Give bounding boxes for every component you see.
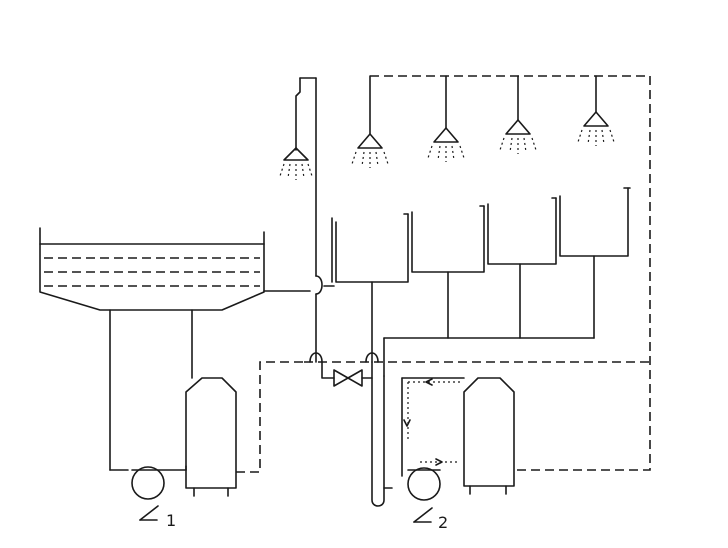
tray-drains: [371, 255, 595, 377]
pump-2-pointer: [413, 507, 433, 523]
return-line-left: [236, 361, 304, 473]
circulation-loop: [401, 377, 465, 477]
spray-nozzle-icon: [499, 119, 537, 154]
valve-icon: [321, 361, 373, 387]
spray-nozzle-icon: [577, 111, 615, 146]
pump-1: [131, 465, 187, 500]
pipe-crossovers: [309, 352, 379, 363]
stepped-trays: [335, 187, 631, 283]
basin-drain-lines: [109, 309, 193, 471]
pump-1-pointer: [139, 505, 159, 521]
spray-header: [369, 75, 651, 471]
spray-nozzle-icon: [427, 127, 465, 162]
u-tube: [371, 361, 393, 507]
pump-1-label: 1: [166, 511, 176, 530]
pump-2: [407, 467, 441, 501]
spray-nozzle-icon: [351, 133, 389, 168]
storage-tank-right: [463, 377, 515, 495]
riser-main: [295, 77, 335, 363]
pump-2-label: 2: [438, 513, 448, 532]
settling-basin: [39, 227, 311, 311]
spray-nozzle-icon: [279, 147, 313, 180]
storage-tank-left: [185, 377, 237, 497]
